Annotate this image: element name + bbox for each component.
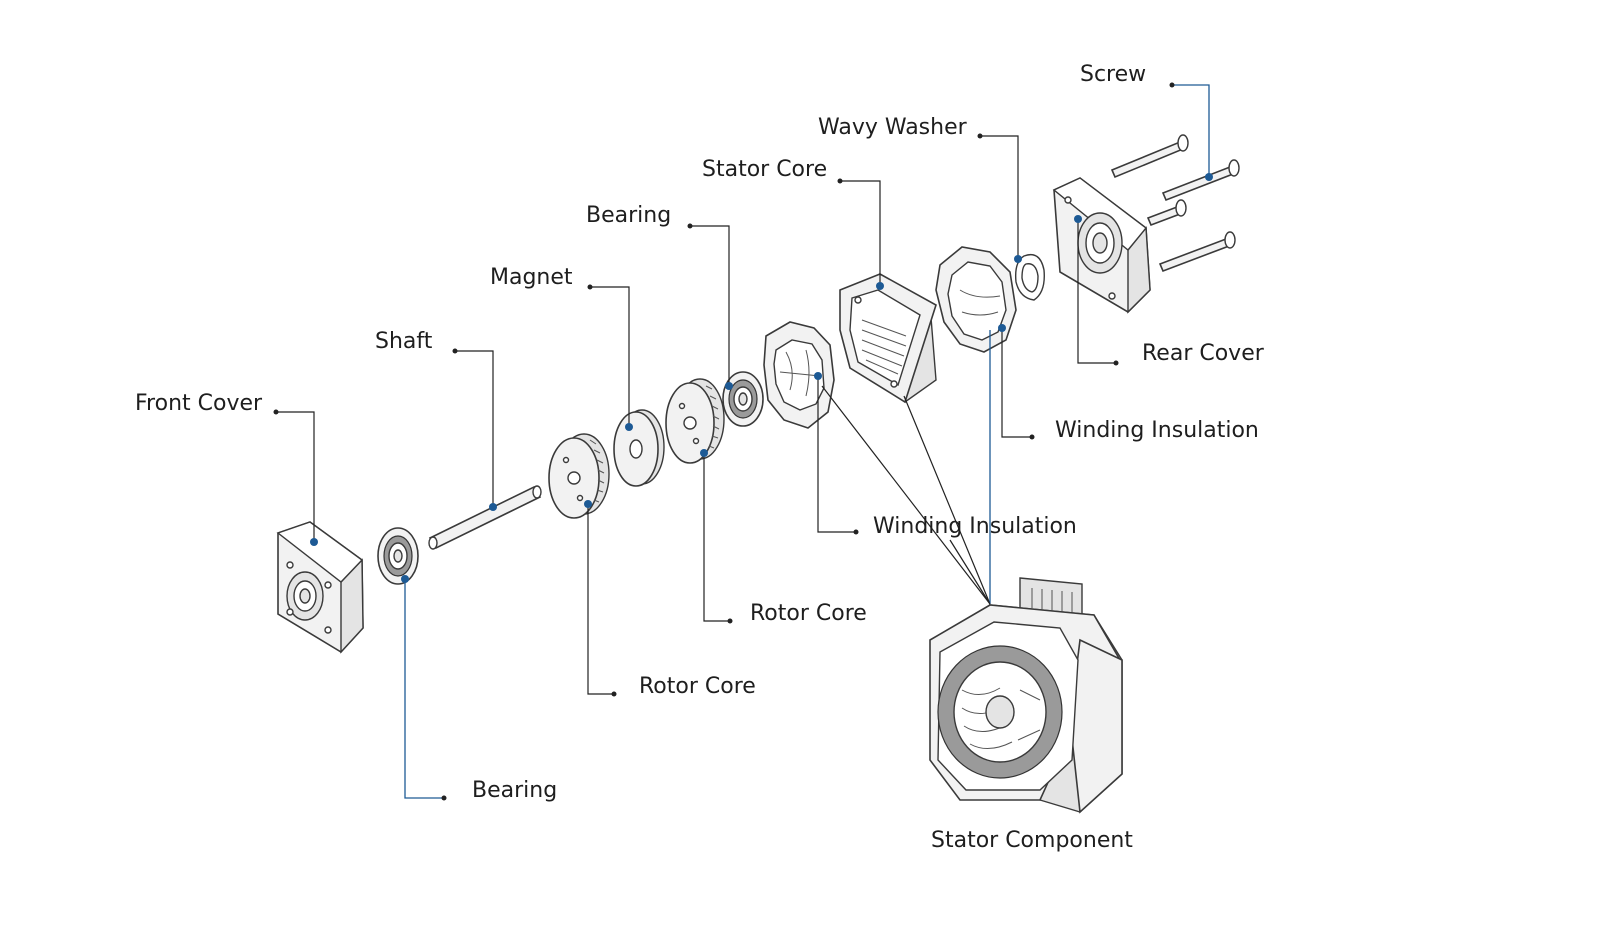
label-stator-component: Stator Component [931, 828, 1133, 853]
label-bearing-top: Bearing [586, 203, 672, 228]
label-stator-core: Stator Core [702, 157, 828, 182]
label-magnet: Magnet [490, 265, 573, 290]
bearing-bottom-part [377, 527, 419, 585]
front-cover-part [276, 521, 364, 654]
label-front-cover: Front Cover [135, 391, 263, 416]
rotor-core-left-part [548, 433, 610, 519]
label-wavy-washer: Wavy Washer [818, 115, 967, 140]
label-rotor-core-left: Rotor Core [639, 674, 756, 699]
screws-part [1110, 134, 1240, 273]
rotor-core-right-part [665, 378, 725, 464]
label-rotor-core-right: Rotor Core [750, 601, 867, 626]
leader-lines [273, 82, 1213, 801]
bearing-top-part [722, 371, 764, 427]
label-rear-cover: Rear Cover [1142, 341, 1264, 366]
shaft-part [428, 485, 542, 550]
rear-cover-part [1052, 177, 1151, 314]
wavy-washer-part [1014, 253, 1045, 301]
winding-insulation-inner-part [763, 321, 835, 429]
label-screw: Screw [1080, 62, 1147, 87]
stator-component-part [929, 577, 1123, 814]
label-shaft: Shaft [375, 329, 433, 354]
label-winding-insulation-right: Winding Insulation [1055, 418, 1259, 443]
magnet-part [613, 409, 665, 487]
label-bearing-bottom: Bearing [472, 778, 558, 803]
stator-core-part [839, 272, 937, 404]
winding-insulation-outer-part [935, 246, 1017, 353]
label-winding-insulation-center: Winding Insulation [873, 514, 1077, 539]
